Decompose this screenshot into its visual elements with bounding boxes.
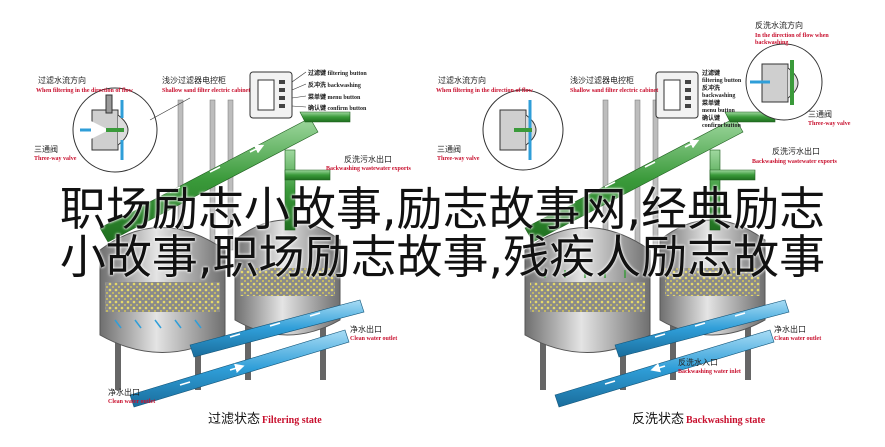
label-flow-direction-en: When filtering in the direction of flow xyxy=(436,88,534,94)
label-confirm-button: 确认键 xyxy=(702,114,721,122)
label-three-way-valve-2-en: Three-way valve xyxy=(808,121,851,127)
blue-pipe xyxy=(189,299,365,358)
label-backwash-inlet: 反洗水入口 xyxy=(678,357,718,367)
valve-detail xyxy=(72,87,158,173)
label-wastewater-outlet: 反洗污水出口 xyxy=(344,154,392,164)
control-cabinet xyxy=(655,71,699,119)
label-clean-outlet-bottom: 净水出口 xyxy=(108,387,140,397)
label-filtering-state: 过滤状态 xyxy=(208,412,260,427)
tank-leg xyxy=(245,320,251,380)
label-clean-outlet: 净水出口 xyxy=(774,324,806,334)
label-backwash-button: 反冲洗 backwashing xyxy=(308,81,361,89)
overlay-title-line-2: 小故事,职场励志故事,残疾人励志故事 xyxy=(59,230,826,284)
label-backwash-direction-en2: backwashing xyxy=(755,40,788,46)
filter-tank xyxy=(234,219,341,336)
tank-leg xyxy=(115,340,121,390)
valve-detail xyxy=(482,89,564,171)
label-cabinet: 浅沙过滤器电控柜 xyxy=(570,75,634,85)
label-clean-outlet-bottom-en: Clean water outlet xyxy=(108,399,155,405)
tank-leg xyxy=(195,340,201,390)
label-wastewater-outlet: 反洗污水出口 xyxy=(772,146,820,156)
label-filter-button: 过滤键 xyxy=(702,69,721,77)
label-filter-button-en: filtering button xyxy=(702,78,742,84)
label-menu-button: 菜单键 menu button xyxy=(307,93,361,101)
filter-tank xyxy=(659,219,766,336)
label-menu-button-en: menu button xyxy=(702,108,736,114)
label-flow-direction-en: When filtering in the direction of flow xyxy=(36,88,134,94)
valve-detail-backwash xyxy=(745,43,823,121)
label-filtering-state-en: Filtering state xyxy=(262,415,322,426)
label-three-way-valve-en: Three-way valve xyxy=(437,156,480,162)
label-three-way-valve-en: Three-way valve xyxy=(34,156,77,162)
label-confirm-button-en: confirm button xyxy=(702,123,741,129)
label-clean-outlet-en: Clean water outlet xyxy=(774,336,821,342)
label-flow-direction: 过滤水流方向 xyxy=(438,75,486,85)
label-cabinet-en: Shallow sand filter electric cabinet xyxy=(162,88,250,94)
filter-tank xyxy=(524,227,651,353)
label-clean-outlet: 净水出口 xyxy=(350,324,382,334)
label-backwashing-state-en: Backwashing state xyxy=(686,415,766,426)
label-confirm-button: 确认键 confirm button xyxy=(308,104,367,112)
label-backwash-inlet-en: Backwashing water inlet xyxy=(678,369,741,375)
label-filter-button: 过滤键 filtering button xyxy=(308,69,367,77)
right-diagram: 反洗水流方向 In the direction of flow when bac… xyxy=(436,20,851,427)
label-backwash-button: 反冲洗 xyxy=(702,84,720,92)
label-backwash-direction-en: In the direction of flow when xyxy=(755,33,829,39)
left-diagram: 过滤水流方向 When filtering in the direction o… xyxy=(34,69,412,427)
filter-tank xyxy=(99,227,226,353)
label-three-way-valve: 三通阀 xyxy=(437,144,461,154)
label-cabinet: 浅沙过滤器电控柜 xyxy=(162,75,226,85)
overlay-title-line-1: 职场励志小故事,励志故事网,经典励志 xyxy=(59,182,826,236)
label-three-way-valve: 三通阀 xyxy=(34,144,58,154)
label-cabinet-en: Shallow sand filter electric cabinet xyxy=(570,88,658,94)
control-cabinet xyxy=(249,71,307,119)
label-flow-direction: 过滤水流方向 xyxy=(38,75,86,85)
label-wastewater-outlet-en: Backwashing wastewater exports xyxy=(752,159,838,165)
label-clean-outlet-en: Clean water outlet xyxy=(350,336,397,342)
label-backwash-direction: 反洗水流方向 xyxy=(755,20,803,30)
label-backwash-button-en: backwashing xyxy=(702,93,735,99)
label-backwashing-state: 反洗状态 xyxy=(632,412,684,427)
label-menu-button: 菜单键 xyxy=(701,99,721,107)
label-three-way-valve-2: 三通阀 xyxy=(808,109,832,119)
label-wastewater-outlet-en: Backwashing wastewater exports xyxy=(326,166,412,172)
